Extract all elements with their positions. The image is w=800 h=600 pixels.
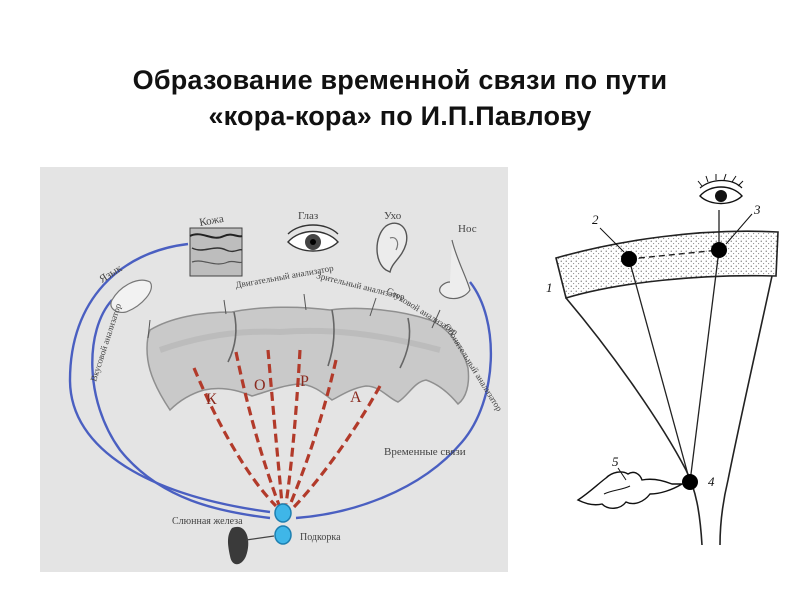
cortex-sulcus: [327, 309, 335, 367]
nose-pathway: [295, 281, 492, 520]
ear-icon: [376, 222, 408, 274]
slide-title: Образование временной связи по пути «кор…: [40, 62, 760, 134]
temporary-link: [234, 351, 281, 506]
skin-pathway: [68, 242, 271, 514]
temporary-link: [266, 349, 284, 505]
neuron-node-2: [621, 251, 637, 267]
tongue-icon: [110, 279, 152, 313]
cortex-letter-1: К: [206, 391, 217, 408]
cortex-band: [555, 230, 779, 300]
pointer-2: [599, 227, 625, 253]
pointer-3: [725, 213, 753, 245]
temporary-link: [284, 349, 302, 505]
temporary-connection: [628, 249, 720, 260]
subcortex-node-lower: [274, 525, 292, 545]
pointer-5: [617, 467, 627, 481]
neuron-node-3: [711, 242, 727, 258]
nose-icon: [439, 239, 471, 300]
skin-icon: [189, 227, 243, 277]
label-4: 4: [708, 474, 715, 489]
label-eye: Глаз: [298, 210, 318, 222]
salivary-gland-icon: [228, 526, 249, 565]
eye-icon: [287, 224, 339, 252]
cortex-letter-2: О: [254, 377, 266, 394]
label-5: 5: [612, 454, 619, 469]
neuron-node-4: [682, 474, 698, 490]
eye-icon: [697, 173, 744, 205]
fibre-2-4: [628, 258, 691, 483]
cortex-sulcus: [399, 317, 411, 369]
label-nose: Нос: [458, 223, 477, 235]
label-salivary-gland: Слюнная железа: [172, 516, 243, 527]
salivary-gland-icon: [576, 471, 685, 509]
cortex-letter-3: Р: [300, 373, 309, 390]
slide-title-line-1: Образование временной связи по пути: [132, 65, 668, 95]
funnel-left-edge: [565, 297, 703, 546]
cortex-sulcus: [227, 311, 237, 363]
temporary-link: [288, 359, 338, 506]
label-skin: Кожа: [198, 213, 224, 229]
label-1: 1: [546, 280, 553, 295]
subcortex-node-upper: [274, 503, 292, 523]
funnel-right-edge: [719, 275, 773, 546]
cortex-letter-4: А: [350, 389, 362, 406]
slide-title-line-2: «кора-кора» по И.П.Павлову: [208, 101, 592, 131]
analyzer-ticks: [147, 293, 441, 339]
label-3: 3: [753, 202, 761, 217]
temporary-link: [292, 385, 382, 509]
gland-detail: [603, 485, 631, 495]
label-subcortex: Подкорка: [300, 532, 341, 543]
gland-connector: [245, 535, 275, 541]
label-ear: Ухо: [384, 210, 402, 222]
temporary-links: [192, 349, 382, 509]
temporary-link: [192, 367, 278, 508]
fibre-3-4: [689, 249, 720, 483]
label-2: 2: [592, 212, 599, 227]
cortex-texture: [159, 327, 441, 353]
label-temporary-links: Временные связи: [384, 446, 466, 458]
blue-pathways: [68, 242, 492, 520]
tongue-pathway: [91, 299, 271, 520]
